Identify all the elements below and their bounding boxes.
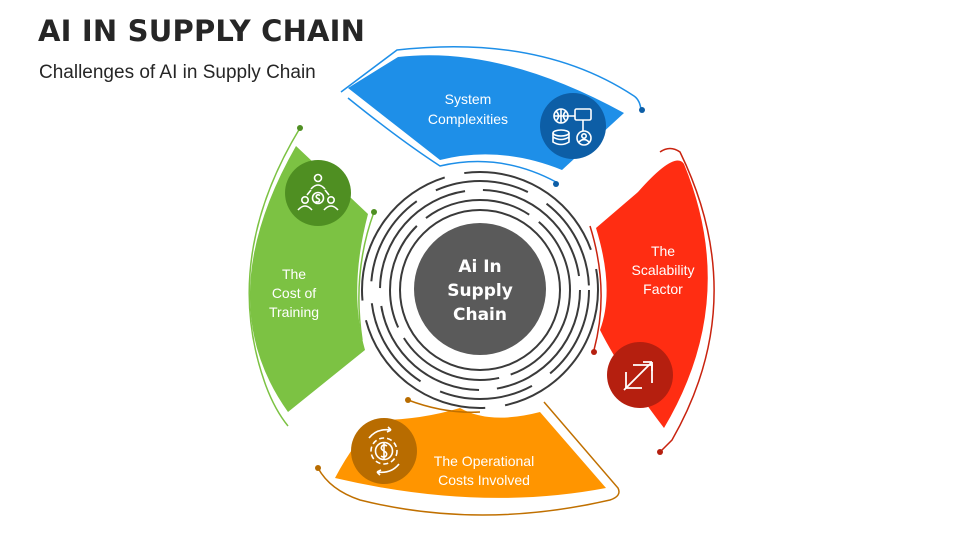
resize-arrows-icon <box>607 342 673 408</box>
segment-scalability-factor[interactable]: The Scalability Factor <box>589 147 715 456</box>
segment-outline <box>407 399 481 413</box>
center-label: Ai In <box>458 257 501 277</box>
segment-label: The <box>651 243 675 259</box>
center-label: Supply <box>447 281 513 301</box>
page-title: AI IN SUPPLY CHAIN <box>38 14 366 48</box>
connector-dot <box>553 181 559 187</box>
segment-outline <box>340 45 642 111</box>
connector-dot <box>639 107 645 113</box>
connector-dot <box>591 349 597 355</box>
segment-outline <box>589 225 602 351</box>
segment-operational-costs[interactable]: The Operational Costs Involved <box>315 397 620 516</box>
segment-label: Costs Involved <box>438 472 530 488</box>
segment-label: The <box>282 266 306 282</box>
segment-label: The Operational <box>434 453 534 469</box>
connector-dot <box>405 397 411 403</box>
center-hub: Ai In Supply Chain <box>414 223 546 355</box>
segment-label: Complexities <box>428 111 508 127</box>
connector-dot <box>315 465 321 471</box>
people-dollar-icon <box>285 160 351 226</box>
connector-dot <box>297 125 303 131</box>
segment-label: Scalability <box>631 262 694 278</box>
gear-dollar-icon <box>351 418 417 484</box>
segment-outline <box>248 127 301 427</box>
segment-label: System <box>445 91 492 107</box>
segment-outline <box>347 97 557 183</box>
connector-dot <box>371 209 377 215</box>
network-database-icon <box>540 93 606 159</box>
segment-outline <box>659 147 715 453</box>
segment-outline <box>317 401 620 516</box>
segment-outline <box>358 211 375 341</box>
concentric-rings <box>361 171 599 409</box>
segment-system-complexities[interactable]: System Complexities <box>340 45 645 187</box>
connector-dot <box>657 449 663 455</box>
page-subtitle: Challenges of AI in Supply Chain <box>39 62 316 83</box>
segment-cost-of-training[interactable]: The Cost of Training <box>248 125 377 427</box>
segment-label: Cost of <box>272 285 316 301</box>
center-label: Chain <box>453 305 507 325</box>
segment-label: Training <box>269 304 319 320</box>
segment-label: Factor <box>643 281 683 297</box>
